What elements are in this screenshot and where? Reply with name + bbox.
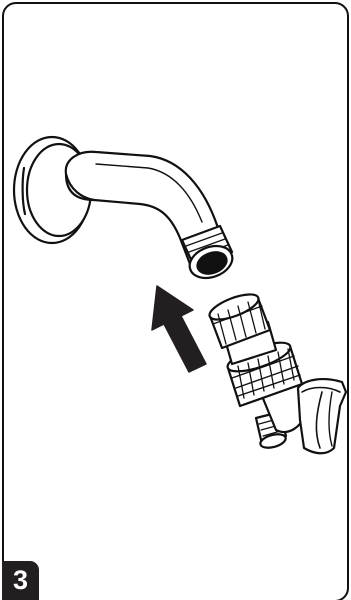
shower-mount-bracket-icon bbox=[207, 289, 346, 453]
up-arrow-icon bbox=[152, 286, 206, 372]
step-number-badge: 3 bbox=[2, 561, 39, 600]
shower-arm-icon bbox=[14, 137, 237, 284]
